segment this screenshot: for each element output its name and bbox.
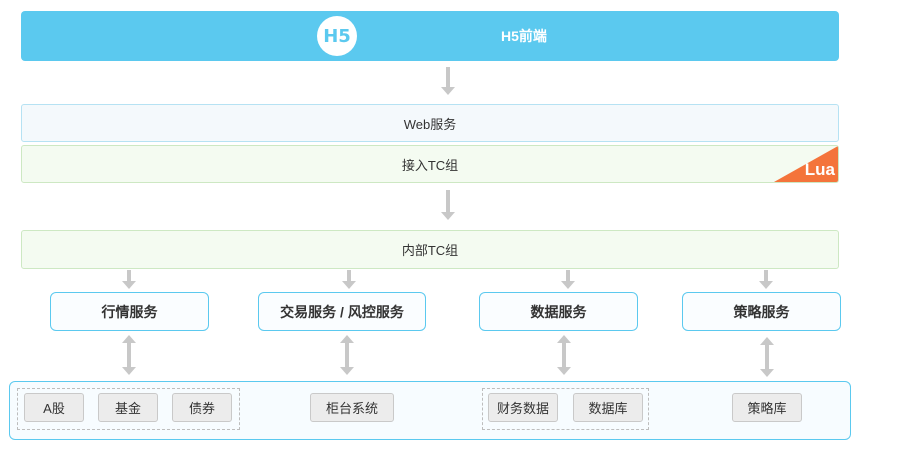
arrow-down-icon (561, 270, 575, 289)
counter-system-label: 柜台系统 (325, 401, 378, 416)
web-service-layer: Web服务 (21, 104, 839, 142)
data-service-label: 数据服务 (530, 303, 587, 320)
internal-tc-group-label: 内部TC组 (401, 243, 459, 258)
strategy-library-label: 策略库 (747, 401, 787, 416)
market-service-box: 行情服务 (50, 292, 209, 331)
h5-frontend-label: H5前端 (501, 28, 547, 44)
database-label: 数据库 (588, 401, 628, 416)
arrow-down-icon (759, 270, 773, 289)
market-data-group (17, 388, 240, 430)
a-share-chip: A股 (24, 393, 84, 422)
financial-data-chip: 财务数据 (488, 393, 558, 422)
bidirectional-arrow-icon (760, 337, 774, 377)
arrow-down-icon (441, 67, 455, 95)
bond-label: 债券 (188, 401, 215, 416)
bidirectional-arrow-icon (340, 335, 354, 375)
a-share-label: A股 (43, 401, 65, 416)
trade-risk-service-box: 交易服务 / 风控服务 (258, 292, 426, 331)
strategy-library-chip: 策略库 (732, 393, 802, 422)
arrow-down-icon (342, 270, 356, 289)
web-service-label: Web服务 (403, 116, 457, 132)
access-tc-group-layer: 接入TC组 Lua (21, 145, 839, 183)
strategy-service-box: 策略服务 (682, 292, 841, 331)
strategy-service-label: 策略服务 (733, 303, 790, 320)
internal-tc-group-layer: 内部TC组 (21, 230, 839, 269)
fund-chip: 基金 (98, 393, 158, 422)
arrow-down-icon (122, 270, 136, 289)
financial-data-label: 财务数据 (496, 401, 549, 416)
h5-frontend-bar: H5 H5前端 (21, 11, 839, 61)
trade-risk-service-label: 交易服务 / 风控服务 (280, 303, 404, 320)
lua-corner-badge (774, 146, 838, 182)
bidirectional-arrow-icon (557, 335, 571, 375)
lua-label: Lua (804, 160, 835, 179)
arrow-down-icon (441, 190, 455, 220)
h5-badge: H5 (317, 16, 357, 56)
bond-chip: 债券 (172, 393, 232, 422)
data-storage-group (482, 388, 649, 430)
market-service-label: 行情服务 (101, 303, 158, 320)
bidirectional-arrow-icon (122, 335, 136, 375)
fund-label: 基金 (114, 401, 141, 416)
counter-system-chip: 柜台系统 (310, 393, 394, 422)
data-service-box: 数据服务 (479, 292, 638, 331)
database-chip: 数据库 (573, 393, 643, 422)
access-tc-group-label: 接入TC组 (401, 157, 459, 173)
